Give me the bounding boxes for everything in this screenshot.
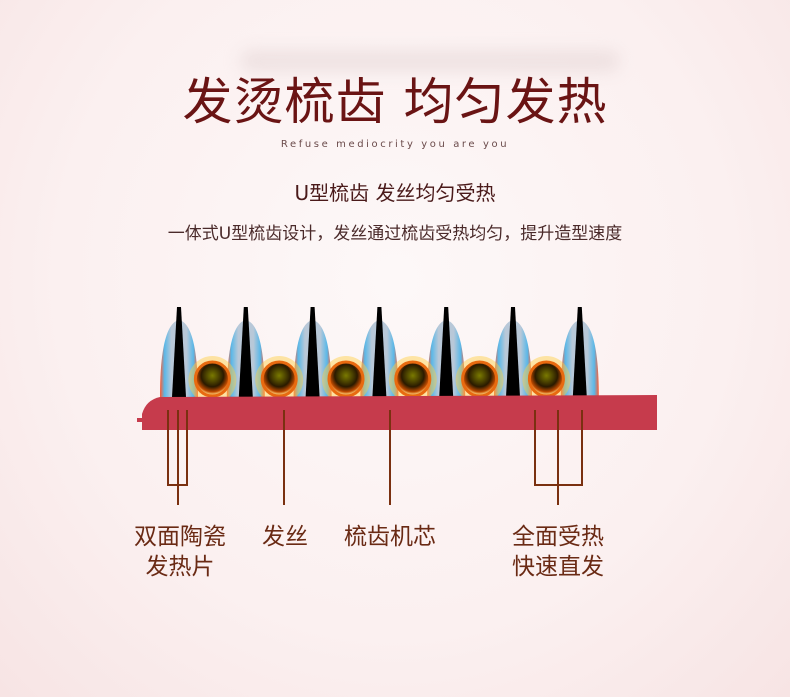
label-ceramic-heating-plate: 双面陶瓷 发热片 xyxy=(120,522,240,582)
comb-tooth xyxy=(305,307,320,397)
label-line: 发丝 xyxy=(262,524,308,550)
comb-base-bar xyxy=(142,395,657,430)
comb-tooth xyxy=(439,307,454,397)
comb-tooth xyxy=(572,307,587,397)
hair-strand xyxy=(327,360,365,398)
label-line: 梳齿机芯 xyxy=(344,524,436,550)
hair-strand xyxy=(193,360,231,398)
description: 一体式U型梳齿设计，发丝通过梳齿受热均匀，提升造型速度 xyxy=(167,224,623,244)
comb-tooth xyxy=(372,307,387,397)
label-full-heating: 全面受热 快速直发 xyxy=(498,522,618,582)
label-line: 发热片 xyxy=(145,554,215,580)
hair-strand xyxy=(527,360,565,398)
subtitle: U型梳齿 发丝均匀受热 xyxy=(294,181,496,205)
leader-lines xyxy=(167,410,583,505)
comb-tooth xyxy=(506,307,520,397)
page-title: 发烫梳齿 均匀发热 xyxy=(182,73,608,131)
label-line: 双面陶瓷 xyxy=(134,524,226,550)
comb-teeth xyxy=(160,307,599,404)
hair-strand xyxy=(260,360,298,398)
label-line: 快速直发 xyxy=(512,554,604,580)
comb-base-nub xyxy=(137,418,145,422)
label-comb-core: 梳齿机芯 xyxy=(330,522,450,552)
comb-tooth xyxy=(238,307,253,397)
label-hair: 发丝 xyxy=(240,522,330,552)
hair-strand xyxy=(394,360,432,398)
label-line: 全面受热 xyxy=(512,524,604,550)
slogan: Refuse mediocrity you are you xyxy=(280,139,510,150)
background-blur-decoration xyxy=(240,50,620,72)
comb-tooth xyxy=(172,307,186,397)
hair-strand xyxy=(461,360,499,398)
